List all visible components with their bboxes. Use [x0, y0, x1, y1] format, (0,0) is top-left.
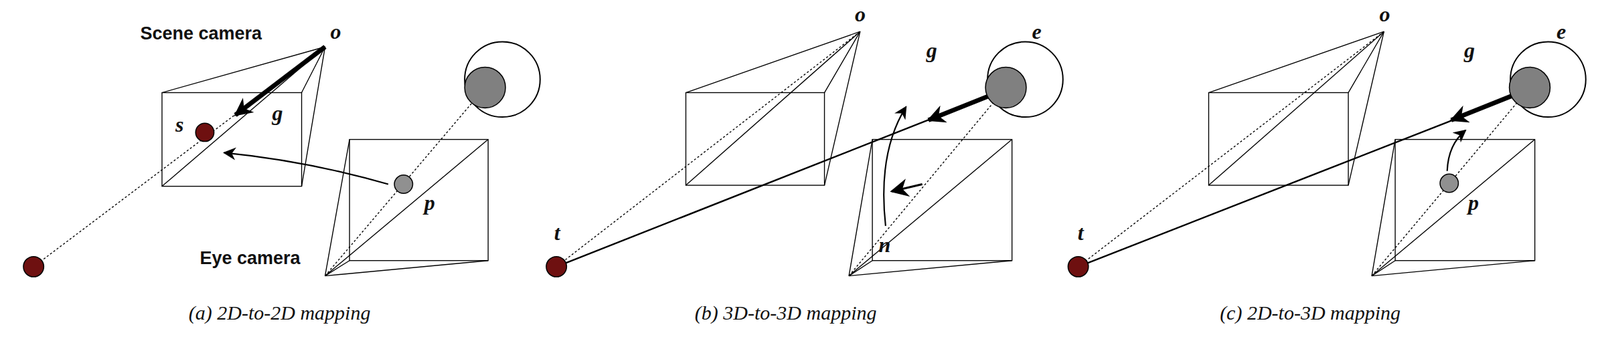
sub-caption: (a) 2D-to-2D mapping	[188, 303, 371, 324]
point-label: s	[175, 113, 184, 136]
sub-caption: (b) 3D-to-3D mapping	[694, 303, 877, 324]
sub-caption: (c) 2D-to-3D mapping	[1219, 303, 1401, 324]
point-label: t	[1077, 222, 1084, 244]
point-label: p	[424, 192, 436, 214]
panel-title: Scene camera	[139, 24, 262, 43]
point-label: o	[854, 3, 866, 25]
vector-label: g	[926, 39, 938, 61]
point-label: o	[1379, 3, 1390, 25]
point-label: e	[1556, 20, 1566, 43]
vector-label: n	[878, 234, 892, 256]
point-label: t	[554, 222, 561, 244]
vector-label: g	[1464, 39, 1475, 61]
point-label: e	[1032, 20, 1042, 43]
point-label: o	[330, 20, 341, 43]
vector-label: g	[272, 102, 284, 124]
panel-title: Eye camera	[199, 249, 300, 268]
point-label: p	[1468, 192, 1479, 214]
